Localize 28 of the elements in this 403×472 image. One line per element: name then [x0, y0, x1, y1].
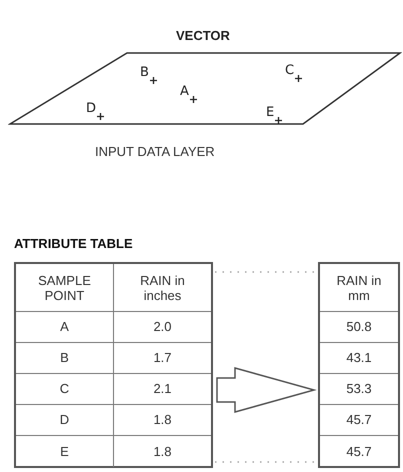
converted-table: [318, 262, 400, 468]
table-value: 50.8: [346, 318, 372, 336]
diagram-title: VECTOR: [176, 27, 230, 45]
table-value: 53.3: [346, 380, 372, 398]
table-value: D: [60, 411, 70, 430]
table-heading: ATTRIBUTE TABLE: [14, 235, 133, 253]
table-value: E: [60, 442, 69, 461]
block-arrow: [216, 367, 317, 413]
table-value: 2.0: [153, 318, 172, 336]
layer-caption: INPUT DATA LAYER: [95, 143, 215, 161]
point-label: C: [285, 64, 294, 78]
point-label: D: [86, 102, 96, 116]
table-value: 43.1: [346, 349, 372, 368]
point-label: A: [180, 85, 189, 99]
column-header: RAIN in mm: [336, 272, 382, 302]
table-value: B: [60, 349, 69, 368]
point-label: E: [266, 106, 274, 120]
table-value: 45.7: [346, 442, 372, 461]
table-value: C: [60, 380, 70, 398]
table-value: 1.7: [153, 349, 172, 368]
table-value: A: [60, 318, 69, 336]
table-value: 2.1: [153, 380, 172, 398]
table-value: 45.7: [346, 411, 372, 430]
column-header: RAIN in inches: [139, 272, 186, 302]
point-label: B: [140, 66, 149, 80]
table-value: 1.8: [153, 442, 172, 461]
column-header: SAMPLE POINT: [37, 272, 92, 302]
table-value: 1.8: [153, 411, 172, 430]
